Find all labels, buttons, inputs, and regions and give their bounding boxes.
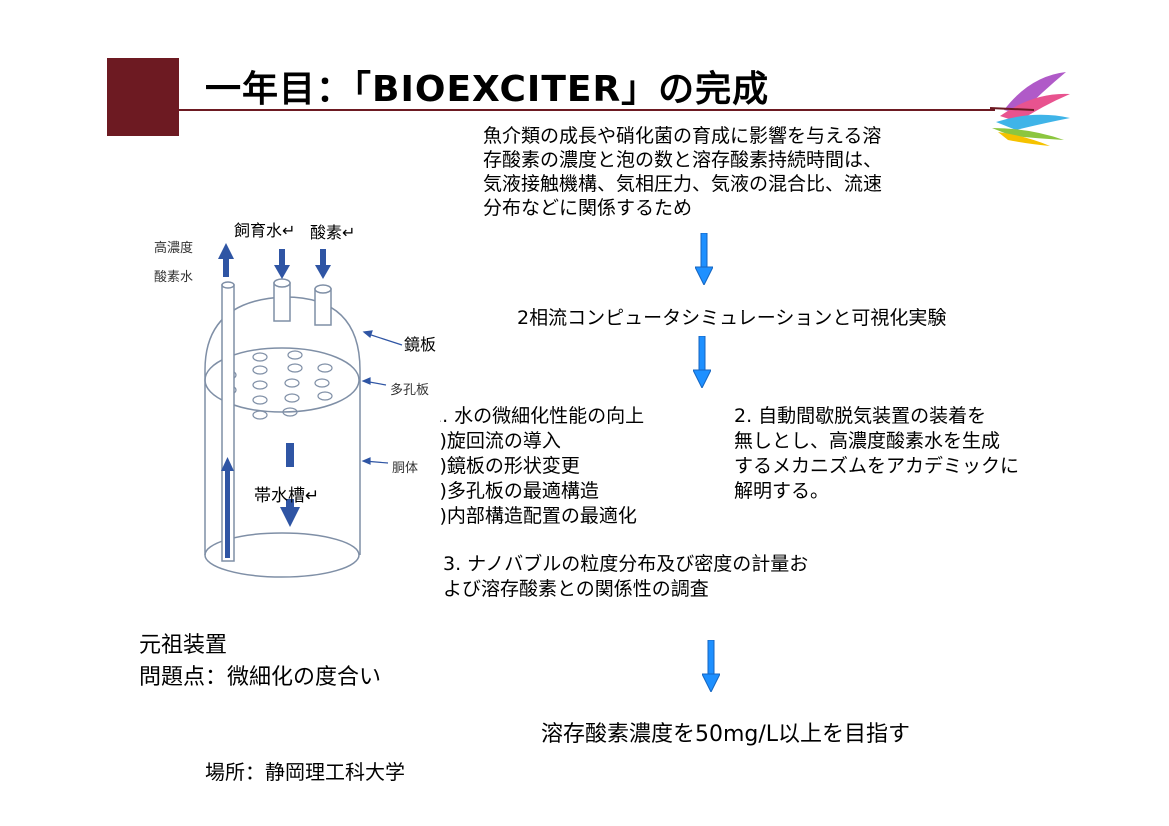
- origin-line: 元祖装置: [139, 633, 228, 658]
- label-end-plate: 鏡板: [404, 335, 437, 354]
- origin-line: 問題点：微細化の度合い: [139, 665, 382, 690]
- flow-arrow-down-icon: [702, 640, 720, 692]
- simulation-step: 2相流コンピュータシミュレーションと可視化実験: [517, 307, 947, 329]
- flow-arrow-down-icon: [695, 233, 713, 285]
- item-1-line: (2)鏡板の形状変更: [440, 455, 580, 477]
- label-high-do-line: 高濃度: [154, 241, 194, 256]
- item-2-line: するメカニズムをアカデミックに: [734, 455, 1020, 477]
- goal-statement: 溶存酸素濃度を50mg/L以上を目指す: [541, 722, 911, 747]
- item-3-block: 3. ナノバブルの粒度分布及び密度の計量お よび溶存酸素との関係性の調査: [443, 552, 808, 602]
- intro-line: 気液接触機構、気相圧力、気液の混合比、流速: [483, 173, 883, 195]
- apparatus-drawing: [204, 243, 403, 578]
- item-3-line: よび溶存酸素との関係性の調査: [443, 578, 709, 600]
- origin-device-note: 元祖装置 問題点：微細化の度合い: [139, 630, 381, 694]
- title-accent-block: [107, 58, 179, 136]
- item-2-line: 解明する。: [734, 480, 830, 502]
- item-3-line: 3. ナノバブルの粒度分布及び密度の計量お: [443, 553, 809, 575]
- item-2-line: 2. 自動間歇脱気装置の装着を: [734, 405, 987, 427]
- intro-line: 魚介類の成長や硝化菌の育成に影響を与える溶: [483, 125, 882, 147]
- title-underline: [107, 109, 995, 111]
- item-1-line: (4)内部構造配置の最適化: [440, 505, 637, 527]
- location-note: 場所：静岡理工科大学: [205, 760, 405, 784]
- apparatus-diagram: 高濃度 酸素水 飼育水↵ 酸素↵ 鏡板 多孔板 胴体 帯水槽↵: [150, 205, 450, 585]
- label-feed-water: 飼育水↵: [234, 221, 296, 240]
- item-1-line: (1)旋回流の導入: [440, 430, 561, 452]
- slide-title: 一年目：「BIOEXCITER」の完成: [205, 69, 770, 110]
- label-high-do-water: 高濃度 酸素水: [154, 237, 193, 285]
- item-1-line: 1. 水の微細化性能の向上: [440, 405, 645, 427]
- logo-icon: [990, 72, 1070, 146]
- item-2-block: 2. 自動間歇脱気装置の装着を 無しとし、高濃度酸素水を生成 するメカニズムをア…: [734, 404, 1019, 504]
- item-1-line: (3)多孔板の最適構造: [440, 480, 599, 502]
- label-tank: 帯水槽↵: [254, 486, 320, 506]
- label-perforated-plate: 多孔板: [390, 383, 430, 398]
- intro-line: 存酸素の濃度と泡の数と溶存酸素持続時間は、: [483, 149, 883, 171]
- item-2-line: 無しとし、高濃度酸素水を生成: [734, 430, 1001, 452]
- label-high-do-line: 酸素水: [154, 270, 194, 285]
- intro-line: 分布などに関係するため: [483, 197, 693, 219]
- item-1-block: 1. 水の微細化性能の向上 (1)旋回流の導入 (2)鏡板の形状変更 (3)多孔…: [440, 404, 720, 529]
- label-oxygen: 酸素↵: [310, 223, 356, 242]
- intro-paragraph: 魚介類の成長や硝化菌の育成に影響を与える溶 存酸素の濃度と泡の数と溶存酸素持続時…: [483, 124, 1023, 220]
- label-body: 胴体: [392, 461, 419, 476]
- flow-arrow-down-icon: [693, 336, 711, 388]
